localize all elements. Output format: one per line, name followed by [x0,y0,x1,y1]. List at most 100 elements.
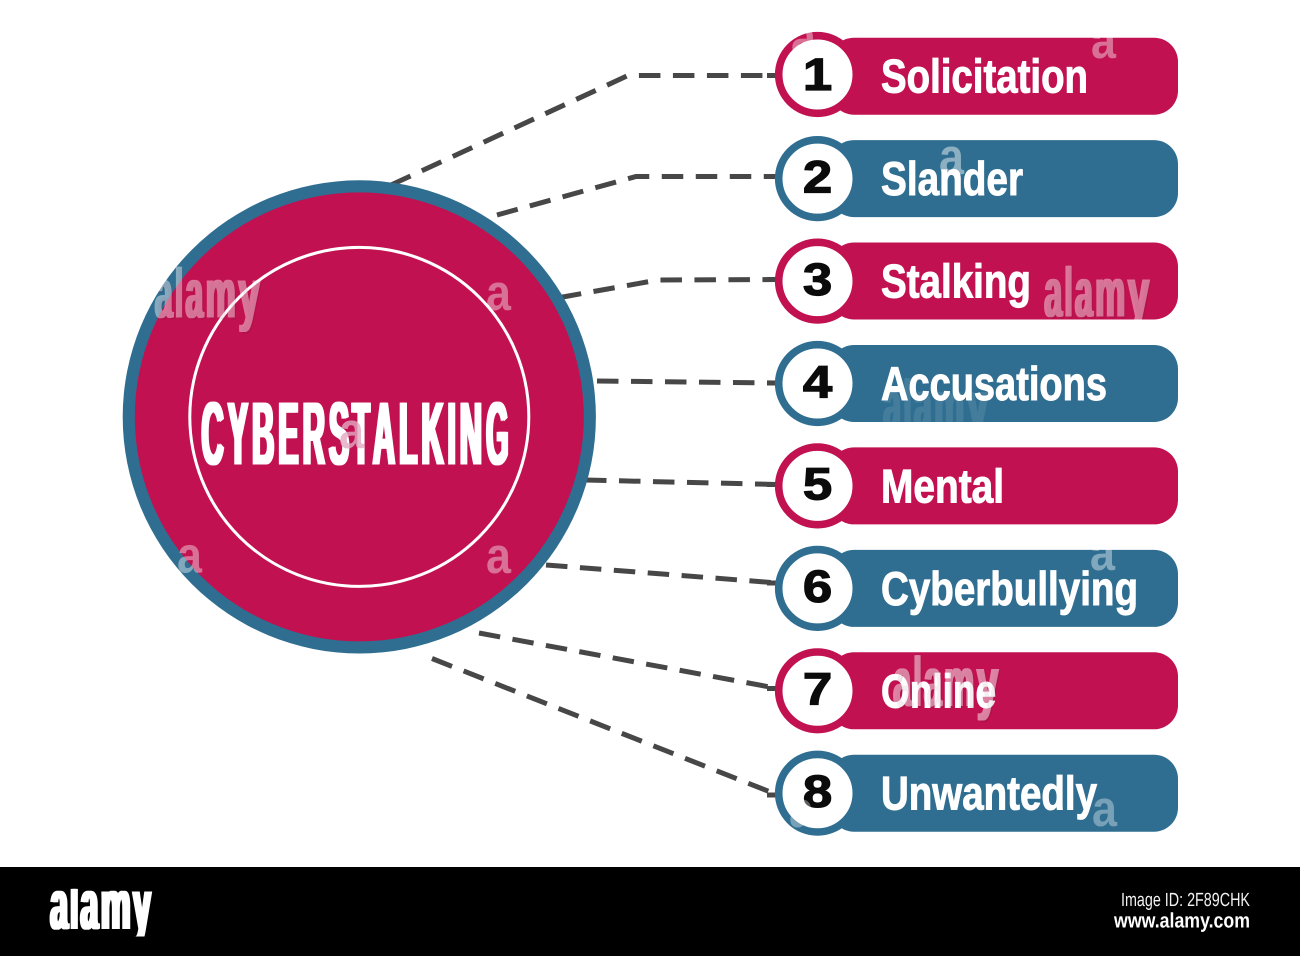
svg-text:a: a [893,643,911,721]
svg-text:y: y [239,255,260,333]
svg-text:T: T [354,385,372,485]
svg-text:E: E [280,385,300,485]
svg-text:a: a [884,366,902,444]
svg-text:S: S [328,385,348,485]
svg-text:a: a [895,645,913,723]
svg-text:a: a [924,643,942,721]
svg-text:a: a [1092,780,1118,837]
svg-text:Cyberbullying: Cyberbullying [881,563,1138,616]
svg-text:E: E [277,385,297,485]
svg-text:y: y [977,643,998,721]
svg-text:y: y [978,643,999,721]
svg-text:G: G [486,385,508,485]
svg-text:T: T [351,385,369,485]
svg-text:S: S [331,385,351,485]
svg-text:m: m [207,255,237,333]
svg-text:8: 8 [803,766,832,817]
svg-text:a: a [892,643,910,721]
svg-text:K: K [423,385,445,485]
svg-text:l: l [903,366,911,444]
svg-text:B: B [251,385,273,485]
svg-text:m: m [934,366,964,444]
svg-text:A: A [374,385,396,485]
svg-text:y: y [132,866,150,945]
svg-text:m: m [101,866,131,945]
svg-text:www.alamy.com: www.alamy.com [1113,910,1250,933]
svg-text:a: a [52,866,70,945]
svg-text:a: a [486,527,512,584]
svg-text:l: l [913,643,921,721]
svg-text:a: a [177,527,203,584]
svg-text:N: N [458,385,480,485]
svg-text:a: a [1045,254,1063,332]
svg-text:Unwantedly: Unwantedly [881,768,1097,821]
svg-text:m: m [206,255,236,333]
svg-text:N: N [460,385,482,485]
svg-text:7: 7 [803,664,832,715]
svg-text:y: y [968,366,989,444]
svg-text:C: C [202,385,224,485]
svg-text:y: y [967,366,988,444]
svg-text:a: a [1090,524,1116,581]
svg-text:y: y [1128,254,1149,332]
svg-text:2: 2 [803,151,832,202]
svg-text:m: m [1094,254,1124,332]
svg-text:a: a [81,866,99,945]
svg-text:N: N [461,385,483,485]
svg-text:Y: Y [226,385,246,485]
svg-text:Online: Online [881,665,996,718]
svg-text:y: y [133,866,151,945]
svg-text:K: K [421,385,443,485]
svg-text:a: a [1046,256,1064,334]
svg-text:l: l [916,645,924,723]
svg-text:a: a [1091,12,1117,69]
svg-text:R: R [301,385,323,485]
svg-text:l: l [1064,254,1072,332]
svg-text:l: l [915,643,923,721]
svg-text:y: y [979,645,1000,723]
svg-text:a: a [883,366,901,444]
svg-text:m: m [208,257,238,335]
svg-text:a: a [791,9,817,66]
svg-text:A: A [373,385,395,485]
svg-text:a: a [486,264,512,321]
svg-text:I: I [448,385,456,485]
svg-text:R: R [304,385,326,485]
svg-text:4: 4 [803,356,833,407]
svg-text:a: a [1074,254,1092,332]
svg-text:y: y [135,866,153,945]
svg-text:a: a [939,128,965,185]
svg-text:Mental: Mental [881,460,1004,513]
svg-text:l: l [70,880,78,942]
svg-text:G: G [488,385,510,485]
svg-text:a: a [923,643,941,721]
svg-text:a: a [49,866,67,945]
svg-text:C: C [200,385,222,485]
svg-text:m: m [204,255,234,333]
svg-text:a: a [184,255,202,333]
svg-text:a: a [187,255,205,333]
svg-text:a: a [789,781,815,838]
svg-text:l: l [174,255,182,333]
svg-text:m: m [944,643,974,721]
svg-text:y: y [1130,256,1151,334]
svg-text:m: m [933,366,963,444]
svg-text:a: a [339,402,365,459]
svg-text:I: I [446,385,454,485]
svg-text:C: C [203,385,225,485]
svg-text:y: y [1127,254,1148,332]
svg-text:a: a [188,257,206,335]
svg-text:y: y [237,255,258,333]
svg-text:l: l [1067,256,1075,334]
svg-text:Slander: Slander [881,153,1023,206]
svg-text:K: K [420,385,442,485]
svg-text:m: m [935,366,965,444]
svg-text:Stalking: Stalking [881,256,1031,309]
svg-text:l: l [914,643,922,721]
svg-text:y: y [1129,254,1150,332]
svg-text:y: y [966,366,987,444]
svg-text:S: S [329,385,349,485]
svg-text:B: B [254,385,276,485]
svg-text:G: G [485,385,507,485]
svg-text:a: a [926,645,944,723]
